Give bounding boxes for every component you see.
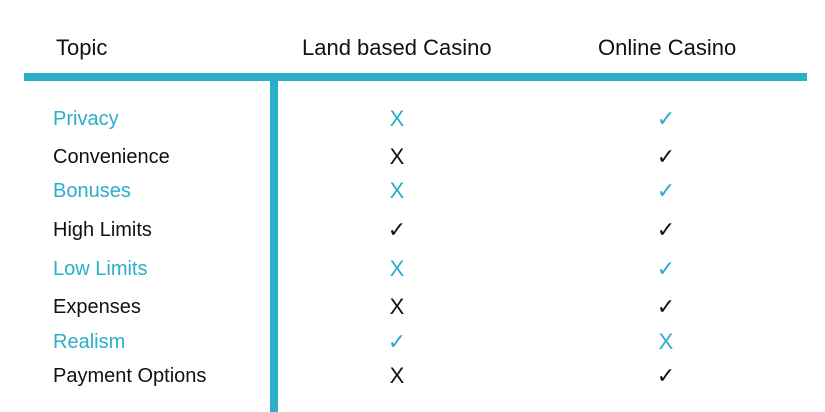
table-row: Low Limits X ✓: [0, 252, 825, 286]
table-row: Payment Options X ✓: [0, 359, 825, 393]
header-divider: [24, 73, 807, 81]
check-icon: ✓: [387, 329, 407, 354]
table-row: Expenses X ✓: [0, 290, 825, 324]
cross-icon: X: [389, 178, 405, 203]
table-row: Privacy X ✓: [0, 102, 825, 136]
row-topic: Realism: [53, 331, 126, 353]
cross-icon: X: [658, 329, 674, 354]
check-icon: ✓: [656, 256, 676, 281]
row-topic: Privacy: [53, 108, 119, 130]
row-topic: Payment Options: [53, 365, 207, 387]
header-topic: Topic: [56, 35, 108, 60]
check-icon: ✓: [656, 363, 676, 388]
row-topic: Bonuses: [53, 180, 131, 202]
row-topic: Low Limits: [53, 258, 148, 280]
row-topic: Convenience: [53, 146, 170, 168]
cross-icon: X: [389, 144, 405, 169]
header-online-casino: Online Casino: [598, 35, 737, 60]
column-divider: [270, 81, 278, 412]
row-topic: Expenses: [53, 296, 141, 318]
cross-icon: X: [389, 106, 405, 131]
check-icon: ✓: [656, 106, 676, 131]
header-land-based-casino: Land based Casino: [302, 35, 492, 60]
row-topic: High Limits: [53, 219, 152, 241]
table-row: Realism ✓ X: [0, 325, 825, 359]
cross-icon: X: [389, 294, 405, 319]
check-icon: ✓: [656, 178, 676, 203]
table-row: Bonuses X ✓: [0, 174, 825, 208]
table-row: Convenience X ✓: [0, 140, 825, 174]
check-icon: ✓: [656, 217, 676, 242]
check-icon: ✓: [387, 217, 407, 242]
cross-icon: X: [389, 256, 405, 281]
check-icon: ✓: [656, 144, 676, 169]
table-row: High Limits ✓ ✓: [0, 213, 825, 247]
cross-icon: X: [389, 363, 405, 388]
check-icon: ✓: [656, 294, 676, 319]
